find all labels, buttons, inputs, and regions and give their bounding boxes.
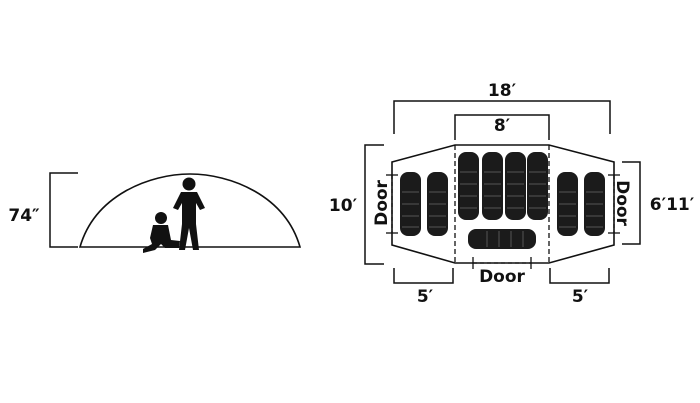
sleeping-bag-5 [505,152,526,220]
width-bracket [364,144,384,265]
door-bottom-label: Door [479,267,525,287]
center-length-bracket [454,114,550,140]
end-height-label: 6′11′ [650,195,695,215]
sleeping-bag-horizontal [468,229,536,249]
total-length-bracket [393,100,611,134]
sleeping-bag-3 [458,152,479,220]
sleeping-bag-6 [527,152,548,220]
vestibule-left-bracket [393,268,454,284]
sleeping-bag-4 [482,152,503,220]
floor-plan: 18′ 8′ 10′ 6′11′ Door Door Door 5′ [329,81,695,307]
sleeping-bag-7 [557,172,578,236]
sleeping-bag-2 [427,172,448,236]
center-length-label: 8′ [494,116,511,136]
sleeping-bag-1 [400,172,421,236]
door-right-label: Door [612,180,632,226]
total-length-label: 18′ [488,81,517,101]
door-left-label: Door [372,179,392,225]
width-label: 10′ [329,196,358,216]
standing-person-icon [173,177,205,250]
height-label: 74″ [8,206,40,226]
vestibule-left-label: 5′ [417,287,434,307]
side-view: 74″ [8,172,302,253]
vestibule-right-bracket [549,268,610,284]
end-height-bracket [622,161,641,245]
vestibule-right-label: 5′ [572,287,589,307]
seated-person-icon [143,212,180,253]
height-bracket [49,172,78,248]
sleeping-bag-8 [584,172,605,236]
